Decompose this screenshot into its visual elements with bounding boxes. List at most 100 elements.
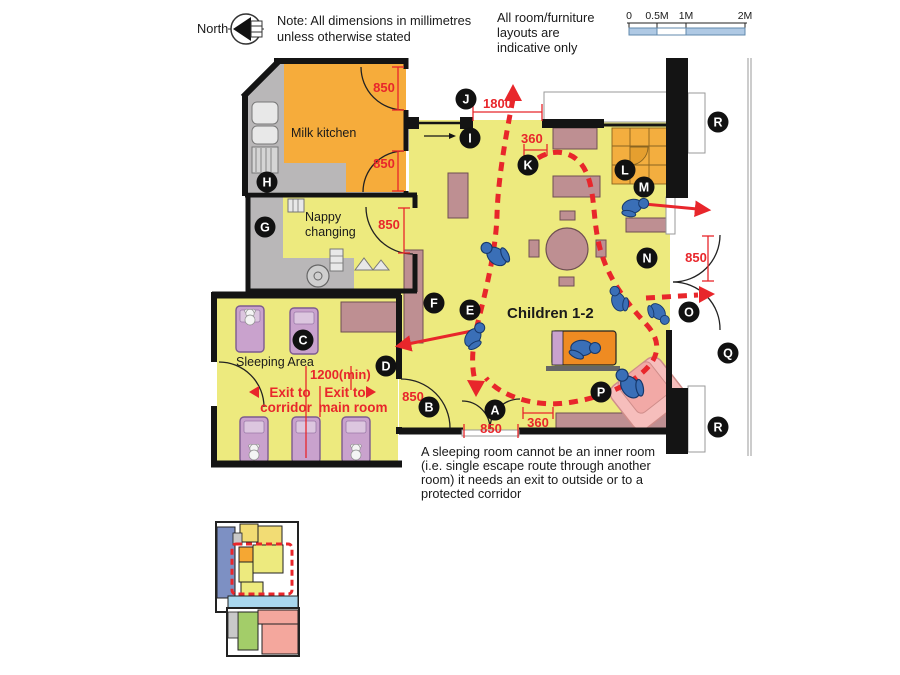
door-swing (672, 234, 721, 283)
layout-note-line2: layouts are (497, 25, 560, 40)
escape-routes (394, 84, 715, 407)
svg-text:O: O (684, 306, 694, 320)
north-compass-icon (228, 13, 264, 45)
exit-right-arrow-icon (366, 386, 376, 398)
door-swing (362, 150, 405, 193)
svg-text:A: A (490, 404, 499, 418)
dim-850-right-door: 850 (685, 250, 707, 265)
dimension-note-line1: Note: All dimensions in millimetres (277, 13, 471, 28)
marker-m: M (633, 176, 655, 198)
nappy-changing-label-line1: Nappy (305, 210, 342, 224)
marker-q: Q (717, 342, 739, 364)
window (687, 92, 706, 154)
svg-text:H: H (262, 176, 271, 190)
marker-f: F (423, 292, 445, 314)
exit-annotations: Exit to corridor Exit to main room (249, 385, 388, 417)
marker-r-top: R (707, 111, 729, 133)
teddy-icon (350, 443, 362, 461)
marker-r-bottom: R (707, 416, 729, 438)
svg-text:B: B (424, 401, 433, 415)
note-line4: protected corridor (421, 486, 522, 501)
note-line2: (i.e. single escape route through anothe… (421, 458, 652, 473)
shelf (340, 301, 400, 333)
marker-j: J (455, 88, 477, 110)
svg-text:I: I (468, 132, 471, 146)
dimensions: 1800 360 850 850 850 850 850 360 850 120… (305, 66, 714, 458)
note-line1: A sleeping room cannot be an inner room (421, 444, 655, 459)
scale-label-05m: 0.5M (645, 10, 668, 22)
svg-text:Q: Q (723, 347, 733, 361)
dim-850-door-b: 850 (402, 389, 424, 404)
dim-360-top: 360 (521, 131, 543, 146)
dim-850-milk-door-1: 850 (373, 80, 395, 95)
markers: A B C D E F G H I J K L M N O P Q R R (254, 88, 739, 438)
sliding-door-icon (417, 117, 462, 139)
svg-text:J: J (463, 93, 470, 107)
marker-b: B (418, 396, 440, 418)
door-swing (400, 378, 451, 429)
marker-p: P (590, 381, 612, 403)
svg-text:K: K (523, 159, 532, 173)
sink-icon (251, 101, 279, 174)
teddy-icon (244, 308, 256, 326)
marker-e: E (459, 299, 481, 321)
dim-850-door-a: 850 (480, 421, 502, 436)
main-room-label: Children 1-2 (507, 305, 594, 322)
shelf (447, 172, 469, 219)
dim-850-nappy-door: 850 (378, 217, 400, 232)
shelf (552, 127, 598, 150)
svg-text:N: N (642, 252, 651, 266)
route-arrow-down (467, 380, 485, 397)
svg-text:G: G (260, 221, 270, 235)
dim-1200-min: 1200(min) (310, 367, 371, 382)
exit-left-arrow-icon (249, 386, 259, 398)
marker-k: K (517, 154, 539, 176)
sleeping-room-note: A sleeping room cannot be an inner room … (421, 444, 655, 501)
dim-360-bottom: 360 (527, 415, 549, 430)
exit-main-room-line1: Exit to (324, 385, 365, 400)
sleeping-area-label: Sleeping Area (236, 355, 314, 369)
door-swing (218, 361, 265, 408)
svg-text:R: R (713, 116, 722, 130)
changing-mat-icon (354, 257, 374, 271)
exit-corridor-line2: corridor (260, 400, 313, 415)
svg-text:L: L (621, 164, 629, 178)
door-swing (360, 66, 405, 111)
exit-arrow-to-corridor (394, 328, 478, 352)
marker-n: N (636, 247, 658, 269)
exit-main-room-line2: main room (318, 400, 387, 415)
scale-label-1m: 1M (679, 10, 694, 22)
furniture (235, 101, 685, 464)
north-label: North (197, 21, 228, 36)
marker-a: A (484, 399, 506, 421)
key-plan-highlight (230, 542, 294, 596)
shelf (625, 217, 667, 233)
marker-l: L (614, 159, 636, 181)
svg-text:F: F (430, 297, 438, 311)
window (543, 91, 669, 123)
exit-corridor-line1: Exit to (269, 385, 310, 400)
milk-kitchen-label: Milk kitchen (291, 126, 356, 140)
note-line3: room) it needs an exit to outside or to … (421, 472, 644, 487)
scale-label-0: 0 (626, 10, 632, 22)
layout-note-line1: All room/furniture (497, 10, 594, 25)
nappy-fittings (287, 198, 391, 288)
svg-text:D: D (381, 360, 390, 374)
escape-route-branch (645, 292, 699, 301)
marker-g: G (254, 216, 276, 238)
window (687, 385, 706, 453)
svg-text:P: P (597, 386, 605, 400)
route-arrow-right (699, 286, 715, 303)
svg-text:R: R (713, 421, 722, 435)
nappy-changing-label-line2: changing (305, 225, 356, 239)
marker-i: I (459, 127, 481, 149)
route-arrow-up (504, 84, 522, 101)
dim-850-milk-door-2: 850 (373, 156, 395, 171)
escape-route-loop (484, 149, 660, 407)
svg-text:M: M (639, 181, 649, 195)
door-threshold (461, 429, 520, 437)
layout-note-line3: indicative only (497, 40, 578, 55)
dimension-note-line2: unless otherwise stated (277, 29, 411, 44)
